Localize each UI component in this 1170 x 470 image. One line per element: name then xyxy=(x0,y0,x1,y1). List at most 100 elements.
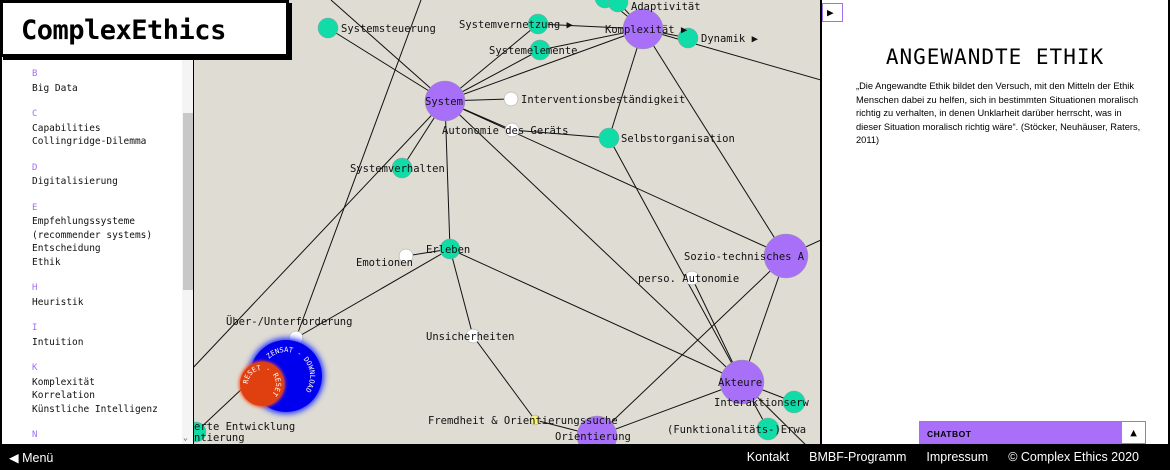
glossary-letter: C xyxy=(32,109,38,119)
graph-node-label[interactable]: perso. Autonomie xyxy=(638,273,739,285)
graph-node-main[interactable] xyxy=(424,80,466,122)
graph-edge xyxy=(444,28,644,102)
graph-edge xyxy=(596,381,743,437)
graph-node-label[interactable]: Orientierung xyxy=(555,431,631,443)
graph-node-sub[interactable] xyxy=(677,27,699,49)
graph-node-leaf[interactable] xyxy=(684,270,700,286)
graph-node-sub[interactable] xyxy=(391,157,413,179)
graph-node-label[interactable]: (Funktionalitäts-)Erwa xyxy=(667,424,806,436)
graph-node-label[interactable]: Über-/Unterforderung xyxy=(226,315,352,328)
glossary-item[interactable]: Komplexität xyxy=(32,376,95,388)
graph-edge xyxy=(330,0,446,102)
glossary-item[interactable]: Intuition xyxy=(32,336,84,348)
graph-edge xyxy=(511,129,610,139)
graph-node-leaf[interactable] xyxy=(503,91,519,107)
graph-node-leaf[interactable] xyxy=(504,122,520,138)
graph-edge xyxy=(449,248,474,337)
graph-node-sub[interactable] xyxy=(782,390,806,414)
graph-node-sub[interactable] xyxy=(756,417,780,441)
glossary-letter: H xyxy=(32,283,38,293)
glossary-item[interactable]: (recommender systems) xyxy=(32,229,153,241)
footer-link-kontakt[interactable]: Kontakt xyxy=(746,450,790,464)
footer: ◀ Menü Kontakt BMBF-Programm Impressum ©… xyxy=(0,444,1170,470)
graph-node-label[interactable]: Systemelemente xyxy=(489,45,578,57)
reset-button[interactable]: RESET - RESET xyxy=(240,362,284,406)
logo[interactable]: ComplexEthics xyxy=(0,0,289,57)
graph-node-main[interactable] xyxy=(576,415,618,444)
graph-node-label[interactable]: Komplexität ▶ xyxy=(605,24,688,36)
graph-node-sub[interactable] xyxy=(607,0,629,13)
panel-toggle-button[interactable]: ▶ xyxy=(822,3,843,22)
graph-node-label[interactable]: Interventionsbeständigkeit xyxy=(521,94,685,106)
graph-node-label[interactable]: Systemverhalten xyxy=(350,163,445,175)
glossary-item[interactable]: Entscheidung xyxy=(32,243,101,254)
glossary-item[interactable]: Künstliche Intelligenz xyxy=(32,403,158,415)
graph-node-label[interactable]: Fremdheit & Orientierungssuche xyxy=(428,415,618,427)
scrollbar-thumb[interactable] xyxy=(183,113,193,290)
glossary-letter: N xyxy=(32,430,38,440)
graph-node-label[interactable]: Unsicherheiten xyxy=(426,331,515,343)
glossary-item[interactable]: Korrelation xyxy=(32,390,95,401)
glossary-item[interactable]: Ethik xyxy=(32,256,61,268)
graph-node-sub[interactable] xyxy=(439,238,461,260)
chatbot-bar[interactable]: CHATBOT ▲ xyxy=(919,421,1146,444)
glossary-item[interactable]: Empfehlungssysteme xyxy=(32,216,135,227)
graph-node-sub[interactable] xyxy=(317,17,339,39)
graph-node-label[interactable]: Akteure xyxy=(718,377,762,389)
glossary-item[interactable]: Big Data xyxy=(32,82,78,94)
graph-node-label[interactable]: Autonomie des Geräts xyxy=(442,125,568,137)
graph-node-label[interactable]: Selbstorganisation xyxy=(621,133,735,145)
footer-link-bmbf[interactable]: BMBF-Programm xyxy=(809,450,907,464)
chevron-up-icon[interactable]: ▲ xyxy=(1122,422,1145,443)
graph-node-sub[interactable] xyxy=(529,39,551,61)
graph-edge xyxy=(596,255,787,437)
graph-node-sub[interactable] xyxy=(598,127,620,149)
graph-node-sub[interactable] xyxy=(527,13,549,35)
graph-edge xyxy=(327,27,446,102)
graph-node-label[interactable]: Erleben xyxy=(426,244,470,256)
graph-node-leaf[interactable] xyxy=(465,328,481,344)
graph-node-highlight[interactable] xyxy=(529,414,541,426)
graph-node-main[interactable] xyxy=(719,359,765,405)
graph-edge xyxy=(608,137,743,383)
chatbot-label[interactable]: CHATBOT xyxy=(927,429,972,439)
graph-node-label[interactable]: System xyxy=(425,96,463,108)
glossary-item[interactable]: Digitalisierung xyxy=(32,176,118,187)
glossary-letter: K xyxy=(32,363,38,373)
footer-link-impressum[interactable]: Impressum xyxy=(926,450,989,464)
glossary-group: I Intuition xyxy=(32,322,158,349)
graph-node-leaf[interactable] xyxy=(398,248,414,264)
glossary-item[interactable]: Capabilities xyxy=(32,122,101,134)
graph-node-label[interactable]: Dynamik ▶ xyxy=(701,33,759,45)
glossary-item[interactable]: Heuristik xyxy=(32,296,84,308)
graph-node-label[interactable]: Systemvernetzung ▶ xyxy=(459,19,573,31)
graph-node-label[interactable]: Adaptivität xyxy=(631,1,701,13)
menu-button[interactable]: ◀ Menü xyxy=(9,450,53,465)
graph-canvas[interactable]: System Komplexität ▶ Sozio-technisches A Ak… xyxy=(194,0,820,444)
glossary-letter: B xyxy=(32,69,38,79)
panel-title: ANGEWANDTE ETHIK xyxy=(885,45,1105,69)
glossary-item[interactable]: Collingridge-Dilemma xyxy=(32,136,147,147)
graph-edge xyxy=(295,248,451,339)
graph-node-label[interactable]: Interaktionserw xyxy=(714,397,810,409)
graph-node-main[interactable] xyxy=(763,233,809,279)
scroll-down-icon[interactable]: ⌄ xyxy=(183,433,188,442)
graph-node-label[interactable]: Emotionen xyxy=(356,257,413,269)
glossary-letter: I xyxy=(32,323,38,333)
graph-edge xyxy=(295,0,422,339)
graph-edge xyxy=(642,28,820,81)
graph-node-main[interactable] xyxy=(622,8,664,50)
graph-node-sub[interactable] xyxy=(194,421,207,443)
glossary-group: H Heuristik xyxy=(32,282,158,309)
graph-node-label[interactable]: Sozio-technisches A xyxy=(684,251,805,263)
graph-node-label[interactable]: Systemsteuerung xyxy=(341,23,436,35)
glossary-group: N xyxy=(32,429,158,443)
sidebar-scrollbar[interactable]: ⌄ xyxy=(182,56,193,444)
graph-node-label[interactable]: ntierung xyxy=(194,432,245,444)
graph-node-label[interactable]: erte Entwicklung xyxy=(194,421,295,433)
panel-description: „Die Angewandte Ethik bildet den Versuch… xyxy=(856,81,1141,145)
